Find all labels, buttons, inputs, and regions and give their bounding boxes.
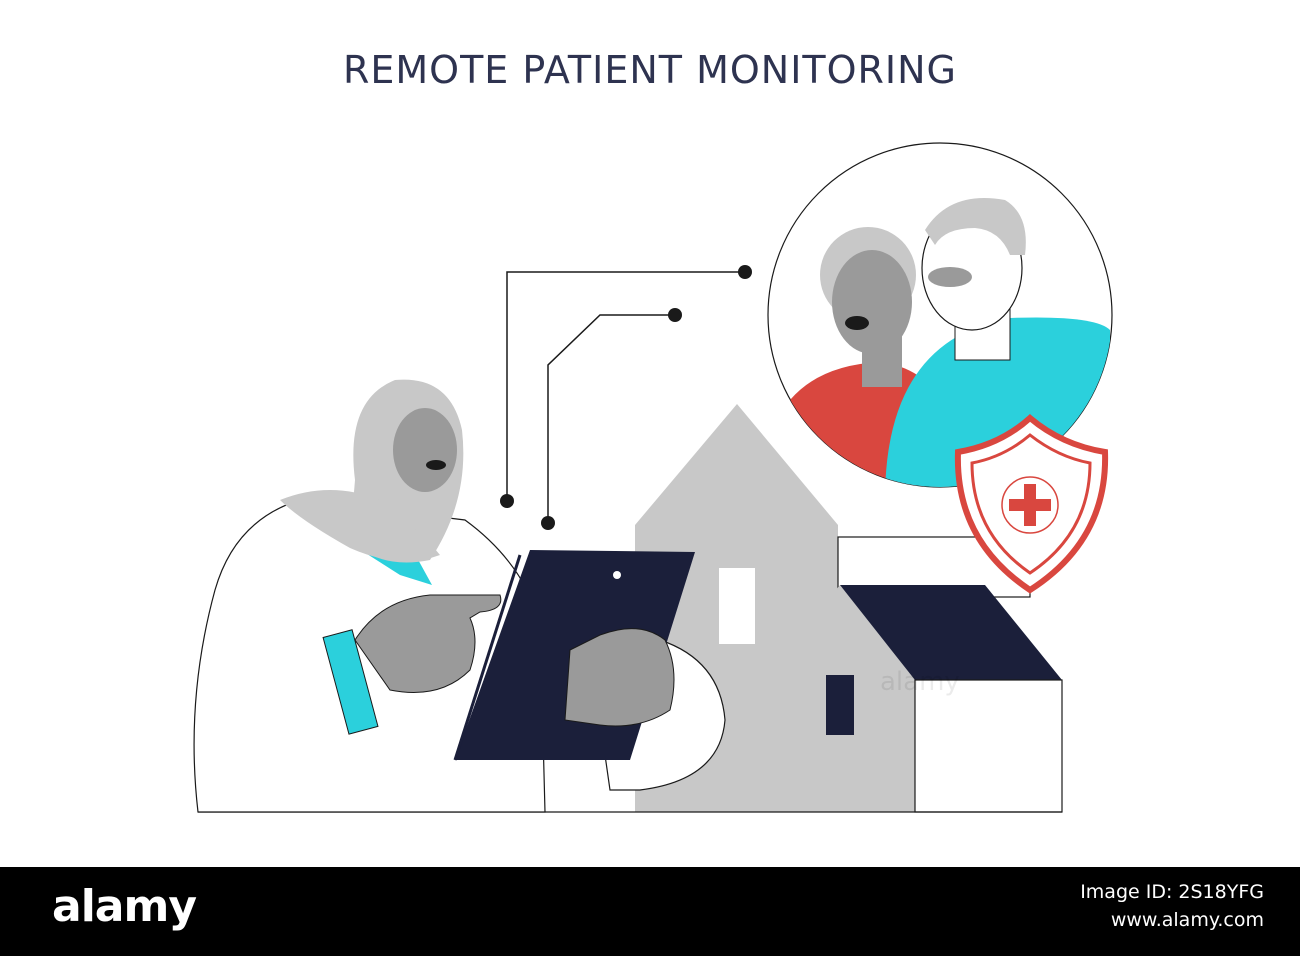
illustration — [193, 142, 1113, 813]
connection-dot — [668, 308, 682, 322]
connection-line — [547, 314, 675, 523]
connection-lines — [506, 271, 745, 523]
image-id-text: Image ID: 2S18YFG — [1080, 881, 1264, 903]
page-title: REMOTE PATIENT MONITORING — [342, 48, 958, 92]
tablet-device — [453, 550, 695, 761]
elderly-couple-avatar — [767, 142, 1113, 488]
site-url[interactable]: www.alamy.com — [1110, 909, 1264, 931]
connection-dot — [738, 265, 752, 279]
connection-dot — [541, 516, 555, 530]
connection-line — [506, 271, 745, 501]
doctor-figure — [193, 379, 726, 813]
connection-dot — [500, 494, 514, 508]
alamy-logo[interactable]: alamy — [52, 881, 197, 932]
footer-bar: alamy Image ID: 2S18YFG www.alamy.com — [0, 867, 1300, 956]
shield-medical-icon — [954, 414, 1109, 594]
